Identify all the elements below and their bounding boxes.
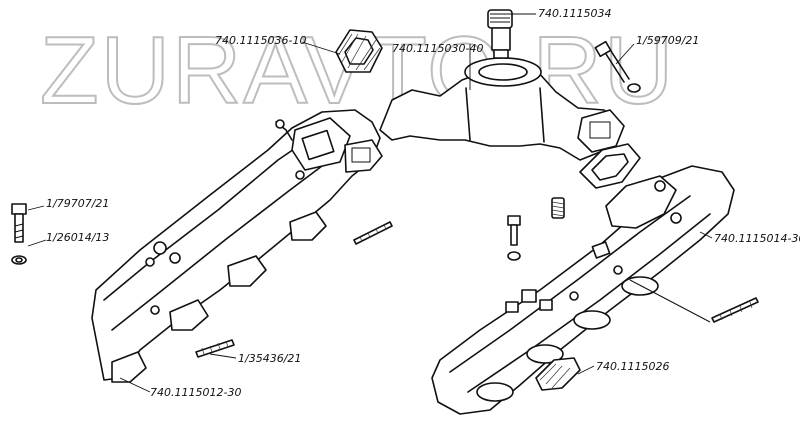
leader-lines xyxy=(27,13,713,393)
bolt-left-drawing xyxy=(11,203,27,265)
label-washer-left: 1/26014/13 xyxy=(46,231,109,244)
label-fitting: 740.1115034 xyxy=(538,7,611,20)
label-crossover-pipe: 740.1115030-40 xyxy=(392,42,483,55)
left-manifold-drawing xyxy=(91,109,383,383)
stud-left-mid-drawing xyxy=(353,221,393,245)
label-manifold-left: 740.1115012-30 xyxy=(150,386,241,399)
label-stud: 1/35436/21 xyxy=(238,352,301,365)
stud-bottom-drawing xyxy=(195,339,235,358)
label-manifold-right: 740.1115014-30 xyxy=(714,232,800,245)
label-bolt-left: 1/79707/21 xyxy=(46,197,109,210)
right-mid-gasket-drawing xyxy=(579,143,641,189)
bolt-top-right-drawing xyxy=(594,40,641,93)
label-gasket-bottom: 740.1115026 xyxy=(596,360,669,373)
top-gasket-drawing xyxy=(335,29,383,73)
bottom-gasket-drawing xyxy=(535,357,581,391)
crossover-pipe-drawing xyxy=(379,57,625,161)
bolt-center-drawing xyxy=(507,215,521,261)
spring-drawing xyxy=(551,197,565,219)
stud-right-drawing xyxy=(711,297,759,323)
label-gasket-top: 740.1115036-10 xyxy=(215,34,306,47)
right-manifold-drawing xyxy=(431,165,735,415)
label-bolt-top-right: 1/59709/21 xyxy=(636,34,699,47)
